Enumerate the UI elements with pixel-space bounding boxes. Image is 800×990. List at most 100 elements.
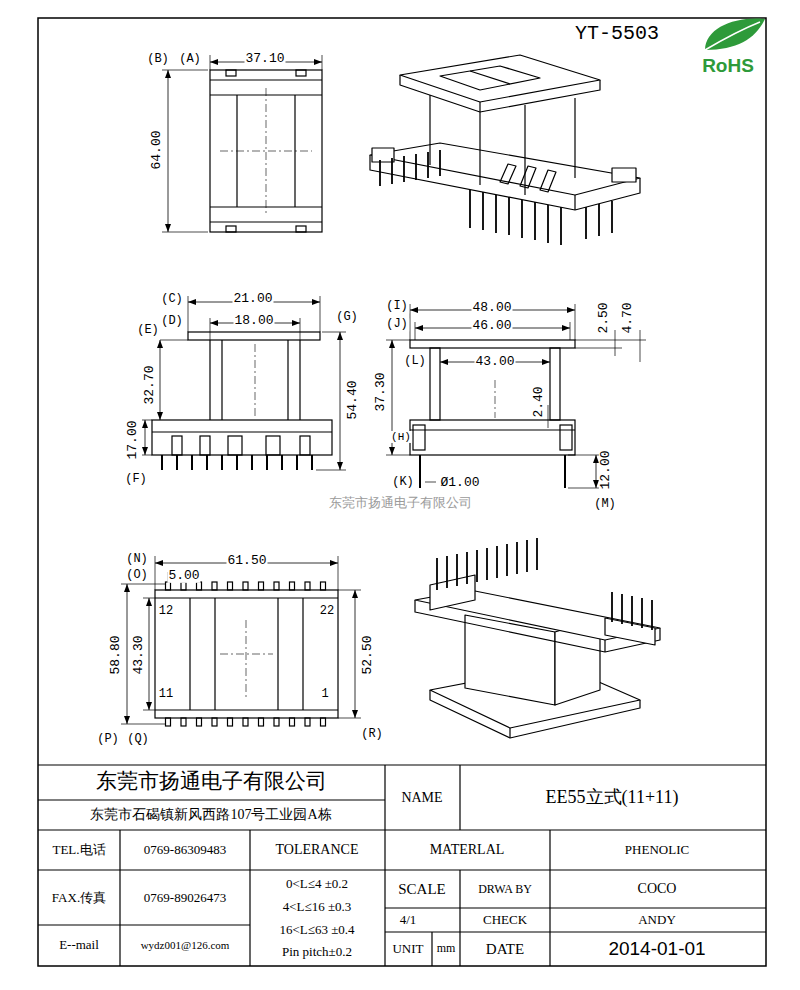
bottom-view-part <box>212 718 217 726</box>
top-view-part <box>210 79 322 80</box>
reference-letter: (G) <box>335 311 359 324</box>
bottom-view-part <box>166 582 171 590</box>
sheet-border-part <box>38 18 766 966</box>
front-view-part <box>255 344 256 418</box>
dimension-label: 32.70 <box>143 364 157 405</box>
reference-letter: (O) <box>125 569 149 582</box>
isometric-view-top <box>370 55 640 245</box>
extension-lines-part <box>320 296 321 332</box>
bottom-view-part <box>259 718 264 726</box>
bottom-view-part <box>166 718 171 726</box>
isometric-view-bottom-part <box>605 618 655 645</box>
title-block-grid-part <box>249 830 250 966</box>
pin-number: 22 <box>319 605 335 618</box>
title-block-cell: MATERLAL <box>429 842 506 857</box>
isometric-view-top-part <box>500 164 556 192</box>
title-block-grid-part <box>385 931 766 932</box>
isometric-view-bottom <box>415 538 660 738</box>
top-view-part <box>296 226 306 232</box>
extension-lines-part <box>162 70 208 71</box>
dimension-lines-part <box>355 590 356 718</box>
dimension-label: 43.30 <box>132 634 146 675</box>
title-block-grid-part <box>459 765 460 830</box>
title-block-cell: CHECK <box>482 913 528 927</box>
isometric-view-top-part <box>380 150 440 186</box>
dimension-label: 17.00 <box>126 419 140 460</box>
extension-lines-part <box>142 455 152 456</box>
title-block-cell: wydz001@126.com <box>140 939 231 951</box>
front-view-part <box>172 436 182 455</box>
bottom-view-part <box>155 597 338 598</box>
extension-lines-part <box>300 318 301 340</box>
extension-lines-part <box>575 304 576 340</box>
extension-lines-part <box>188 296 189 332</box>
top-view-part <box>220 151 312 152</box>
title-block-grid-part <box>38 869 766 870</box>
front-view-part <box>209 340 210 420</box>
rohs-leaf <box>705 19 765 50</box>
bottom-view-part <box>189 598 190 710</box>
extension-lines-part <box>143 710 155 711</box>
extension-lines-part <box>322 55 323 70</box>
bottom-view <box>155 582 338 726</box>
front-view-part <box>221 340 222 420</box>
extension-lines-part <box>143 598 155 599</box>
extension-lines-part <box>210 55 211 70</box>
title-block-cell: NAME <box>400 790 443 805</box>
title-block-grid-part <box>119 830 120 966</box>
isometric-view-bottom-part <box>437 538 537 590</box>
dimension-lines <box>127 62 596 724</box>
title-block-cell: 0769-89026473 <box>143 891 227 905</box>
dimension-label: 21.00 <box>232 292 273 306</box>
bottom-view-part <box>212 582 217 590</box>
side-view-part <box>550 348 560 420</box>
title-block-cell: DRWA BY <box>476 883 534 895</box>
extension-lines-part <box>640 330 641 362</box>
title-block-grid-part <box>38 764 766 765</box>
isometric-view-top-part <box>372 148 394 162</box>
extension-lines-part <box>548 405 549 428</box>
pin-number: 1 <box>320 688 329 701</box>
rohs-leaf-part <box>705 22 760 50</box>
title-block-cell: TOLERANCE <box>275 842 360 857</box>
top-view-part <box>210 70 322 232</box>
top-view-part <box>210 221 322 222</box>
side-view-part <box>410 340 575 348</box>
top-view-part <box>296 70 306 76</box>
bottom-view-part <box>181 718 186 726</box>
reference-letter: (C) <box>160 293 184 306</box>
dimension-label: 48.00 <box>471 301 512 315</box>
pin-number: 11 <box>158 688 174 701</box>
isometric-view-top-part <box>440 66 540 90</box>
bottom-view-part <box>290 582 295 590</box>
reference-letter: (F) <box>124 473 148 486</box>
isometric-view-top-part <box>479 112 480 185</box>
drawing-number: YT-5503 <box>574 23 660 45</box>
extension-lines-part <box>162 232 208 233</box>
rohs-leaf-part <box>705 19 765 50</box>
title-block-grid-part <box>385 907 766 908</box>
reference-letter: (P) <box>96 733 120 746</box>
extension-lines-part <box>425 482 436 483</box>
side-view-part <box>495 380 496 418</box>
title-block-cell: 东莞市扬通电子有限公司 <box>95 770 328 793</box>
reference-letter: (H) <box>390 431 412 443</box>
dimension-lines-part <box>168 70 169 232</box>
bottom-view-part <box>220 654 273 655</box>
front-view-part <box>152 420 332 455</box>
extension-lines-part <box>615 330 616 356</box>
bottom-view-part <box>197 582 202 590</box>
reference-letter: (K) <box>391 476 415 489</box>
title-block-cell: COCO <box>637 881 678 896</box>
reference-letter: (N) <box>125 553 149 566</box>
top-view <box>210 70 322 232</box>
reference-letter: (J) <box>385 318 409 331</box>
isometric-view-top-part <box>524 105 525 195</box>
front-view-part <box>200 436 210 455</box>
title-block-cell: 0<L≤4 ±0.2 <box>285 877 349 891</box>
title-block-cell: PHENOLIC <box>624 843 690 857</box>
title-block-grid-part <box>549 830 550 966</box>
dimension-label: Ø1.00 <box>439 476 480 490</box>
extension-lines-part <box>155 556 156 590</box>
